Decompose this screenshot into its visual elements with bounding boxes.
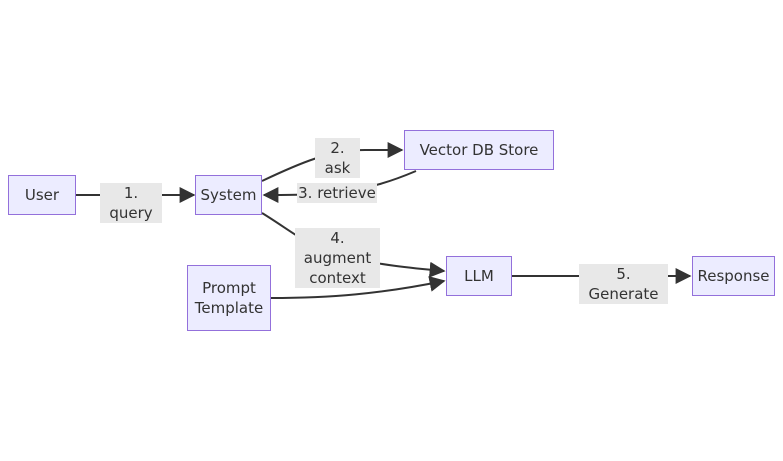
edge-label-retrieve: 3. retrieve [297, 183, 377, 203]
edge-prompt-to-llm [270, 276, 446, 299]
edge-label-generate: 5. Generate [579, 264, 668, 304]
edge-label-ask: 2. ask [315, 138, 360, 178]
edge-label-query: 1. query [100, 183, 162, 223]
node-vector-db-store[interactable]: Vector DB Store [404, 130, 554, 170]
node-system[interactable]: System [195, 175, 262, 215]
edge-label-augment-context: 4. augment context [295, 228, 380, 288]
node-user[interactable]: User [8, 175, 76, 215]
node-prompt-template[interactable]: Prompt Template [187, 265, 271, 331]
node-llm[interactable]: LLM [446, 256, 512, 296]
node-response[interactable]: Response [692, 256, 775, 296]
